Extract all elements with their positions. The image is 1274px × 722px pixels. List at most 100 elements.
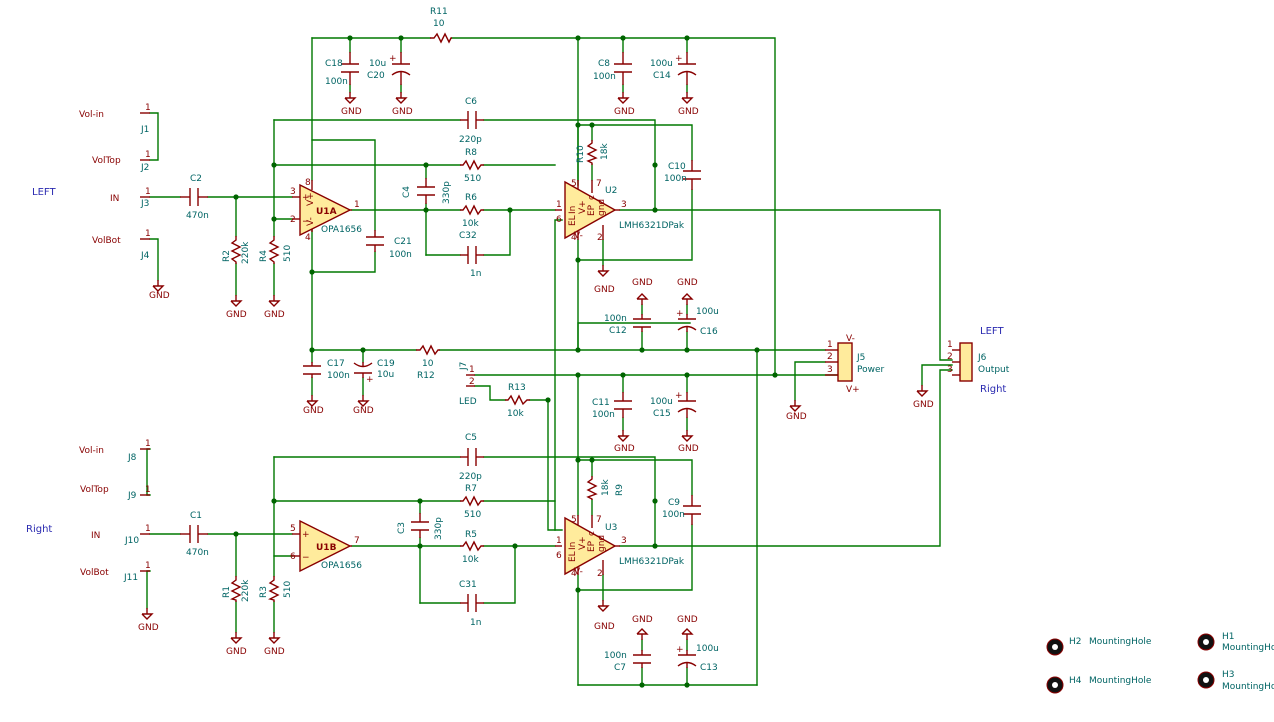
svg-text:4: 4 — [305, 233, 311, 243]
connector-j8[interactable]: Vol-in 1 J8 — [79, 439, 151, 463]
svg-text:10: 10 — [422, 359, 434, 369]
capacitor-c8[interactable]: C8 100n — [593, 52, 632, 85]
connector-j6[interactable]: 1 2 3 LEFT Right J6 Output — [947, 326, 1010, 395]
buffer-u2[interactable]: 1 6 5 7 3 4 2 In EL V+ EP c gnd V- U2 LM… — [555, 179, 685, 243]
opamp-u1a[interactable]: 3 2 1 8 4 +− V+ V- U1A OPA1656 — [290, 178, 362, 243]
svg-text:H4: H4 — [1069, 676, 1082, 686]
svg-text:c: c — [587, 531, 597, 536]
resistor-r3[interactable]: R3 510 — [259, 576, 293, 602]
resistor-r1[interactable]: R1 220k — [222, 576, 251, 602]
svg-text:220k: 220k — [241, 241, 251, 264]
resistor-r2[interactable]: R2 220k — [222, 236, 251, 264]
resistor-r6[interactable]: R6 10k — [460, 193, 484, 229]
svg-text:LMH6321DPak: LMH6321DPak — [619, 221, 685, 231]
capacitor-c32[interactable]: C32 1n — [459, 231, 484, 279]
resistor-r11[interactable]: R11 10 — [430, 7, 452, 44]
capacitor-c4[interactable]: C4 330p — [402, 178, 452, 204]
svg-text:GND: GND — [632, 615, 653, 625]
svg-text:330p: 330p — [442, 181, 452, 204]
svg-text:OPA1656: OPA1656 — [321, 561, 362, 571]
connector-j10[interactable]: IN 1 J10 — [91, 524, 151, 546]
resistor-r8[interactable]: R8 510 — [460, 148, 484, 184]
svg-text:GND: GND — [594, 622, 615, 632]
capacitor-c11[interactable]: C11 100n — [592, 392, 632, 420]
svg-text:6: 6 — [290, 552, 296, 562]
svg-text:Vol-in: Vol-in — [79, 446, 104, 456]
svg-text:GND: GND — [594, 285, 615, 295]
resistor-r7[interactable]: R7 510 — [460, 484, 484, 520]
connector-j11[interactable]: VolBot 1 J11 — [80, 561, 151, 583]
connector-j7[interactable]: 1 2 J7 LED — [459, 362, 477, 407]
svg-text:+: + — [366, 375, 374, 385]
capacitor-c15[interactable]: + 100u C15 — [650, 391, 697, 419]
svg-text:J9: J9 — [127, 491, 137, 501]
resistor-r4[interactable]: R4 510 — [259, 236, 293, 264]
capacitor-c31[interactable]: C31 1n — [459, 580, 484, 628]
capacitor-c14[interactable]: + 100u C14 — [650, 52, 697, 85]
svg-text:R3: R3 — [259, 586, 269, 598]
resistor-r13[interactable]: R13 10k — [505, 383, 530, 419]
capacitor-c9[interactable]: C9 100n — [662, 495, 701, 525]
mounting-hole-h2[interactable]: H2 MountingHole — [1046, 637, 1152, 656]
mounting-hole-h1[interactable]: H1 MountingHole — [1197, 632, 1274, 653]
capacitor-c19[interactable]: + C19 10u — [353, 359, 395, 385]
svg-text:U1A: U1A — [316, 207, 337, 217]
svg-text:J1: J1 — [140, 125, 149, 135]
svg-text:470n: 470n — [186, 211, 209, 221]
capacitor-c21[interactable]: C21 100n — [366, 230, 412, 260]
capacitor-c10[interactable]: C10 100n — [664, 160, 701, 190]
svg-text:In: In — [568, 206, 578, 214]
capacitor-c5[interactable]: C5 220p — [459, 433, 484, 482]
connector-j5[interactable]: 1 2 3 V- V+ J5 Power — [825, 334, 885, 395]
capacitor-c6[interactable]: C6 220p — [459, 97, 484, 145]
svg-text:100n: 100n — [662, 510, 685, 520]
capacitor-c13[interactable]: + 100u C13 — [676, 644, 719, 673]
resistor-r12[interactable]: 10 R12 — [416, 344, 440, 381]
resistor-r5[interactable]: R5 10k — [460, 530, 484, 565]
connector-j9[interactable]: VolTop 1 J9 — [80, 485, 151, 501]
svg-text:GND: GND — [226, 647, 247, 657]
resistor-r10[interactable]: R10 18k — [576, 140, 610, 165]
svg-text:1n: 1n — [470, 618, 481, 628]
svg-text:C9: C9 — [668, 498, 680, 508]
capacitor-c3[interactable]: C3 330p — [397, 513, 444, 540]
svg-text:100u: 100u — [696, 644, 719, 654]
svg-text:GND: GND — [341, 107, 362, 117]
connector-j2[interactable]: VolTop 1 J2 — [92, 150, 151, 173]
connector-j1[interactable]: Vol-in 1 J1 — [79, 103, 151, 135]
svg-text:V+: V+ — [846, 385, 860, 395]
resistor-r9[interactable]: 18k R9 — [586, 476, 625, 500]
svg-text:1: 1 — [145, 439, 151, 449]
svg-text:100n: 100n — [604, 651, 627, 661]
capacitor-c2[interactable]: C2 470n — [180, 174, 209, 221]
capacitor-c17[interactable]: C17 100n — [303, 359, 350, 381]
mounting-hole-h3[interactable]: H3 MountingHole — [1197, 670, 1274, 692]
opamp-u1b[interactable]: 5 6 7 +− U1B OPA1656 — [290, 519, 362, 573]
svg-text:R9: R9 — [615, 484, 625, 496]
svg-text:100n: 100n — [592, 410, 615, 420]
buffer-u3[interactable]: 1 6 5 7 3 4 2 In EL V+ EP c gnd V- U3 LM… — [555, 515, 685, 579]
svg-text:7: 7 — [596, 515, 602, 525]
capacitor-c12[interactable]: 100n C12 — [604, 314, 651, 336]
svg-text:V+: V+ — [578, 536, 588, 550]
svg-text:C15: C15 — [653, 409, 671, 419]
svg-text:J3: J3 — [140, 199, 149, 209]
svg-text:C1: C1 — [190, 511, 202, 521]
svg-text:GND: GND — [149, 291, 170, 301]
svg-text:510: 510 — [464, 510, 481, 520]
svg-text:H3: H3 — [1222, 670, 1235, 680]
capacitor-c20[interactable]: + 10u C20 — [367, 52, 411, 85]
connector-j4[interactable]: VolBot 1 J4 — [92, 229, 151, 261]
connector-j3[interactable]: IN 1 J3 — [110, 187, 151, 209]
svg-text:C18: C18 — [325, 59, 343, 69]
ground-symbols: GND GND GND GND GND GND GND GND GND GND … — [138, 91, 934, 657]
capacitor-c18[interactable]: C18 100n — [325, 52, 359, 87]
capacitor-c7[interactable]: 100n C7 — [604, 650, 651, 673]
svg-text:100n: 100n — [327, 371, 350, 381]
svg-text:R1: R1 — [222, 586, 232, 598]
svg-text:gnd: gnd — [597, 199, 607, 216]
capacitor-c16[interactable]: + 100u C16 — [676, 307, 719, 337]
mounting-hole-h4[interactable]: H4 MountingHole — [1046, 676, 1152, 694]
capacitor-c1[interactable]: C1 470n — [180, 511, 209, 558]
